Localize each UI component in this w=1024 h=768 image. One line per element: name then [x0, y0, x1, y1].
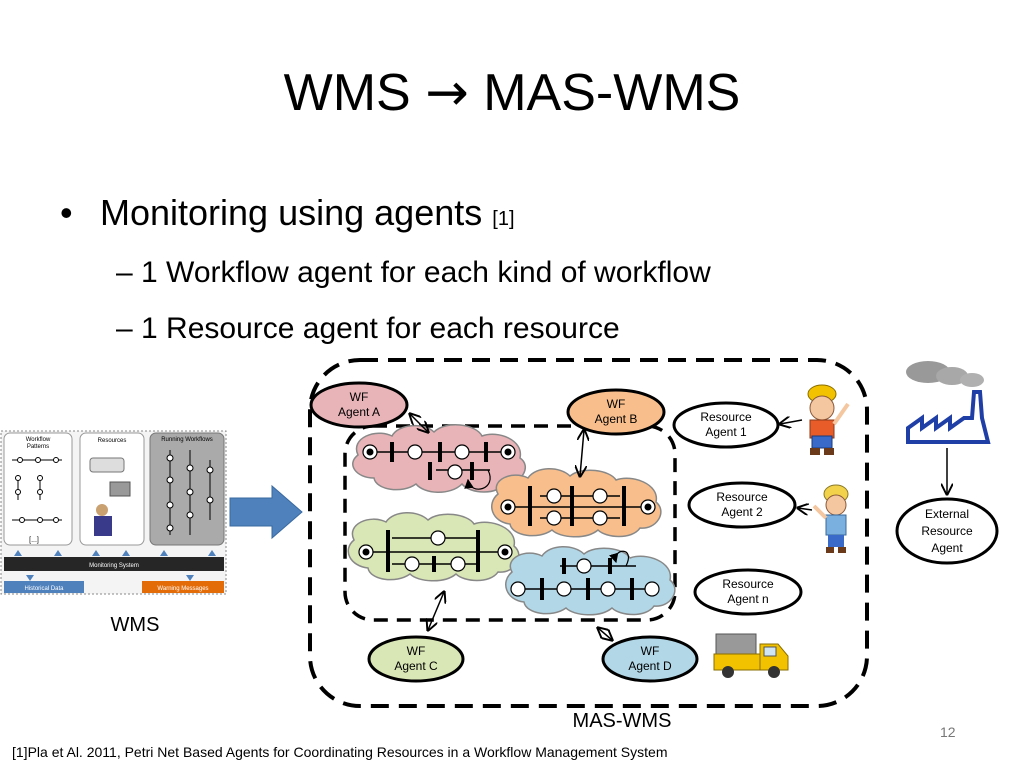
running-panel: [149, 432, 225, 546]
mas-outer-boundary: [308, 358, 869, 708]
mas-inner-boundary: [343, 424, 677, 622]
van-icon: [89, 457, 125, 473]
bullet-sub-2-text: 1 Resource agent for each resource: [141, 312, 620, 345]
bullet-sub-2: – 1 Resource agent for each resource: [116, 310, 620, 348]
wf-agent-a-line2: Agent A: [338, 405, 380, 419]
page-number: 12: [940, 724, 956, 740]
bullet-main: • Monitoring using agents [1]: [60, 190, 515, 242]
printer-icon: [109, 481, 131, 497]
historical-bar: [4, 581, 84, 593]
wf-agent-a-line1: WF: [350, 390, 369, 404]
bullet-sub-1-text: 1 Workflow agent for each kind of workfl…: [141, 256, 711, 289]
title-right: MAS-WMS: [483, 64, 741, 122]
workflow-cloud-green: [347, 512, 520, 582]
res-agent-1-line2: Agent 1: [705, 425, 747, 439]
connector-arrows: [410, 414, 947, 640]
wms-label: WMS: [111, 614, 160, 636]
architecture-diagram: Workflow Patterns [...] Resources Runnin…: [0, 358, 999, 732]
wf-agent-c-line1: WF: [407, 644, 426, 658]
bullet-main-text: Monitoring using agents: [100, 192, 483, 233]
external-line3: Agent: [931, 541, 963, 555]
dash-icon: –: [116, 256, 133, 289]
title-left: WMS: [283, 64, 411, 122]
workflow-cloud-blue: [505, 546, 676, 616]
patterns-label-1: Workflow: [26, 437, 51, 443]
bullet-dot-icon: •: [60, 192, 73, 233]
warning-label: Warning Messages: [157, 586, 208, 592]
factory-icon: [906, 361, 991, 444]
bullet-sub-1: – 1 Workflow agent for each kind of work…: [116, 254, 711, 292]
wf-agent-d-line2: Agent D: [628, 659, 672, 673]
wf-agent-d: WF Agent D: [601, 635, 699, 683]
footnote: [1]Pla et Al. 2011, Petri Net Based Agen…: [12, 744, 668, 760]
wf-agent-d-line1: WF: [641, 644, 660, 658]
workflow-cloud-pink: [352, 424, 526, 493]
wf-agent-c: WF Agent C: [367, 635, 465, 683]
res-agent-2-line2: Agent 2: [721, 505, 763, 519]
workflow-cloud-orange: [491, 468, 662, 538]
wf-agent-a: WF Agent A: [309, 381, 409, 429]
external-line1: External: [925, 507, 969, 521]
wf-agent-b-line1: WF: [607, 397, 626, 411]
res-agent-n-line2: Agent n: [727, 592, 768, 606]
running-label: Running Workflows: [161, 437, 213, 443]
res-agent-n-line1: Resource: [722, 577, 774, 591]
truck-icon: [713, 633, 789, 678]
warning-bar: [142, 581, 224, 593]
resource-agent-2: Resource Agent 2: [687, 481, 797, 529]
res-agent-1-line1: Resource: [700, 410, 752, 424]
worker-woman-icon: [812, 484, 849, 553]
mas-wms-label: MAS-WMS: [573, 710, 672, 732]
patterns-label-2: Patterns: [27, 444, 49, 450]
monitoring-bar: [4, 557, 224, 571]
title-arrow-icon: →: [425, 63, 469, 123]
patterns-more: [...]: [29, 537, 39, 544]
res-agent-2-line1: Resource: [716, 490, 768, 504]
worker-icon: [96, 504, 108, 516]
wf-agent-c-line2: Agent C: [394, 659, 438, 673]
historical-label: Historical Data: [24, 586, 64, 592]
slide-title: WMS → MAS-WMS: [0, 62, 1024, 124]
big-arrow-icon: [229, 484, 303, 540]
wf-agent-b-line2: Agent B: [595, 412, 638, 426]
wms-screenshot: Workflow Patterns [...] Resources Runnin…: [0, 430, 227, 595]
builder-icon: [807, 384, 850, 455]
monitoring-label: Monitoring System: [89, 563, 139, 569]
resource-agent-1: Resource Agent 1: [672, 401, 780, 449]
bullet-main-ref: [1]: [492, 208, 515, 230]
dash-icon: –: [116, 312, 133, 345]
wf-agent-b: WF Agent B: [566, 388, 666, 436]
resource-agent-n: Resource Agent n: [693, 568, 803, 616]
resources-label: Resources: [98, 438, 127, 444]
external-line2: Resource: [921, 524, 973, 538]
external-resource-agent: External Resource Agent: [895, 497, 999, 565]
